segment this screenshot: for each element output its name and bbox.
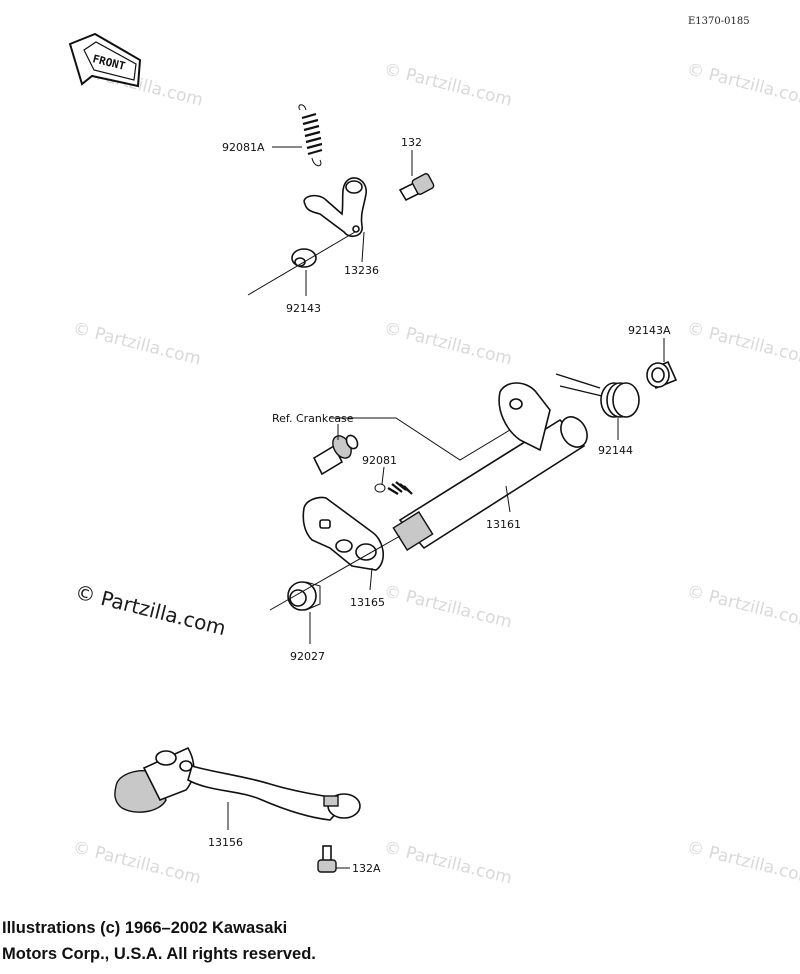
leader-line: [505, 485, 511, 513]
watermark: © Partzilla.com: [382, 318, 514, 369]
torsion-spring-92144: [555, 373, 640, 418]
watermark: © Partzilla.com: [685, 59, 800, 110]
copyright-line-2: Motors Corp., U.S.A. All rights reserved…: [2, 945, 316, 963]
leader-line: [361, 231, 365, 263]
washer-92143: [291, 248, 317, 268]
watermark: © Partzilla.com: [685, 837, 800, 888]
part-label-92081a: 92081A: [222, 141, 265, 154]
spring-92081: [374, 481, 413, 495]
watermark: © Partzilla.com: [71, 318, 203, 369]
seal-92027: [287, 581, 321, 611]
watermark: © Partzilla.com: [685, 318, 800, 369]
part-label-13161: 13161: [486, 518, 521, 531]
leader-line: [330, 417, 511, 461]
part-label-92081: 92081: [362, 454, 397, 467]
drawing-code: E1370-0185: [688, 16, 750, 27]
part-label-92143: 92143: [286, 302, 321, 315]
bolt-132: [398, 173, 435, 202]
part-label-13156: 13156: [208, 836, 243, 849]
watermark: © Partzilla.com: [71, 837, 203, 888]
part-label-132: 132: [401, 136, 422, 149]
part-label-13236: 13236: [344, 264, 379, 277]
bolt-132a: [317, 845, 337, 873]
watermark: © Partzilla.com: [382, 581, 514, 632]
front-arrow-icon: FRONT: [68, 32, 142, 88]
watermark-prominent: © Partzilla.com: [73, 580, 229, 641]
plate-13236: [303, 177, 367, 238]
collar-92143a: [646, 360, 678, 390]
part-label-92143a: 92143A: [628, 324, 671, 337]
reference-note: Ref. Crankcase: [272, 412, 354, 425]
part-label-132a: 132A: [352, 862, 381, 875]
crankcase-pin: [312, 434, 359, 476]
part-label-92144: 92144: [598, 444, 633, 457]
watermark: © Partzilla.com: [382, 59, 514, 110]
watermark: © Partzilla.com: [685, 581, 800, 632]
part-label-92027: 92027: [290, 650, 325, 663]
spring-92081a: [298, 104, 323, 167]
shift-pedal-13156: [114, 746, 361, 821]
shift-shaft-13161: [392, 382, 588, 551]
watermark: © Partzilla.com: [382, 837, 514, 888]
shaft-axis-line: [247, 231, 356, 296]
leader-line: [381, 466, 385, 485]
shift-plate-13165: [302, 496, 384, 571]
shaft-axis-line: [269, 535, 401, 611]
leader-line: [369, 567, 373, 591]
copyright-line-1: Illustrations (c) 1966–2002 Kawasaki: [2, 919, 288, 937]
part-label-13165: 13165: [350, 596, 385, 609]
